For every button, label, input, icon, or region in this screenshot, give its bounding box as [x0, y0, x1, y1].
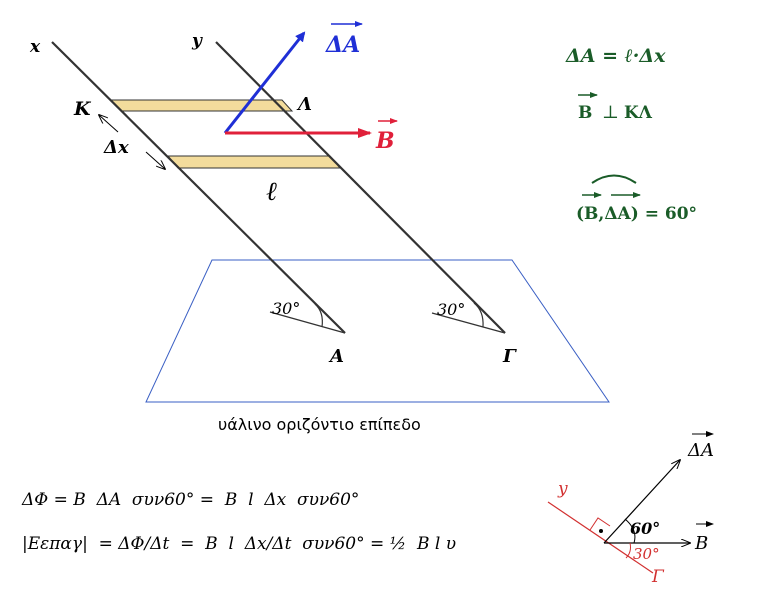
angle-arc-right — [473, 302, 484, 328]
vector-delta-a-label: ΔA — [325, 32, 360, 58]
angle-b: B — [584, 204, 598, 224]
small-vector-da — [603, 460, 680, 544]
perp-kl: ΚΛ — [624, 103, 653, 123]
perp-symbol: ⊥ — [602, 102, 619, 123]
angle-hat — [591, 174, 637, 184]
angle-label-right: 30° — [437, 300, 465, 319]
glass-plane — [145, 259, 610, 403]
perp-b: B — [578, 103, 592, 123]
small-label-y: y — [557, 479, 568, 499]
vector-b-label: B — [375, 128, 395, 154]
small-rail-line — [547, 501, 654, 574]
label-a: A — [328, 346, 344, 367]
label-x: x — [29, 37, 41, 57]
angle-close: ) = 60° — [631, 204, 697, 224]
label-ell: ℓ — [266, 177, 277, 207]
small-label-30: 30° — [633, 545, 660, 563]
angle-arc-left — [314, 303, 323, 328]
label-k: K — [73, 98, 92, 120]
angle-relation: (B,ΔA) = 60° — [576, 204, 697, 224]
equation-flux: ΔΦ = B ΔA συν60° = B l Δx συν60° — [22, 490, 360, 510]
rod-strip-lower — [166, 155, 342, 169]
label-gamma: Γ — [502, 346, 517, 367]
eq-area: ΔA = ℓ·Δx — [565, 45, 666, 67]
small-label-b: B — [694, 533, 708, 554]
angle-open: ( — [576, 204, 584, 224]
small-label-gamma: Γ — [651, 567, 665, 587]
vector-delta-a-arrow — [223, 31, 306, 134]
rail-x — [51, 41, 346, 334]
dx-arrow-down — [145, 151, 165, 169]
rail-y — [215, 41, 506, 334]
label-dx: Δx — [103, 137, 129, 158]
rod-strip-upper — [109, 99, 294, 112]
label-lambda: Λ — [296, 94, 312, 115]
small-right-angle — [589, 517, 611, 531]
angle-label-left: 30° — [272, 299, 300, 318]
dx-arrow-up — [99, 115, 119, 133]
equation-emf: |Eεπαγ| = ΔΦ/Δt = B l Δx/Δt συν60° = ½ B… — [22, 534, 457, 554]
angle-comma: , — [598, 204, 604, 224]
angle-ref-right — [431, 312, 506, 334]
small-label-60: 60° — [630, 519, 660, 538]
angle-ref-left — [269, 311, 346, 334]
small-label-da: ΔA — [687, 440, 714, 461]
angle-da: ΔA — [604, 204, 631, 224]
small-arc-30 — [625, 542, 631, 559]
small-arc-60 — [624, 518, 636, 544]
small-right-angle-dot — [599, 529, 603, 533]
label-y: y — [191, 31, 203, 51]
plane-caption: υάλινο οριζόντιο επίπεδο — [218, 415, 421, 434]
